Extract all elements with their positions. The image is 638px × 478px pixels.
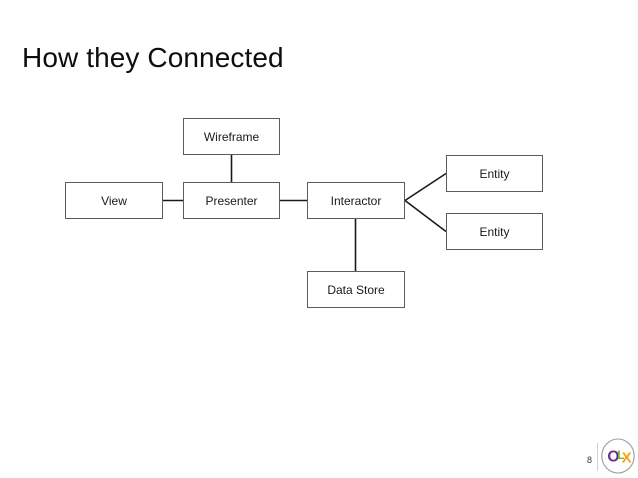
svg-text:X: X <box>622 449 632 466</box>
diagram-node-label: Entity <box>479 224 510 239</box>
olx-logo-icon: O L X <box>601 438 635 474</box>
diagram-node-label: View <box>101 193 127 208</box>
diagram-node-entity-1[interactable]: Entity <box>446 155 543 192</box>
diagram-node-interactor[interactable]: Interactor <box>307 182 405 219</box>
edge-interactor-entity-2 <box>404 199 447 233</box>
diagram-node-label: Data Store <box>327 282 385 297</box>
diagram-node-label: Presenter <box>205 193 258 208</box>
page-number: 8 <box>586 455 592 465</box>
diagram-node-data-store[interactable]: Data Store <box>307 271 405 308</box>
diagram-node-entity-2[interactable]: Entity <box>446 213 543 250</box>
diagram-node-presenter[interactable]: Presenter <box>183 182 280 219</box>
edge-interactor-entity-1 <box>404 172 447 202</box>
footer-divider <box>597 443 598 471</box>
svg-text:L: L <box>617 450 624 462</box>
diagram-node-label: Entity <box>479 166 510 181</box>
diagram-node-label: Interactor <box>330 193 382 208</box>
diagram-node-view[interactable]: View <box>65 182 163 219</box>
diagram-node-wireframe[interactable]: Wireframe <box>183 118 280 155</box>
page-title: How they Connected <box>22 41 284 73</box>
svg-text:O: O <box>607 449 619 466</box>
diagram-node-label: Wireframe <box>203 129 260 144</box>
